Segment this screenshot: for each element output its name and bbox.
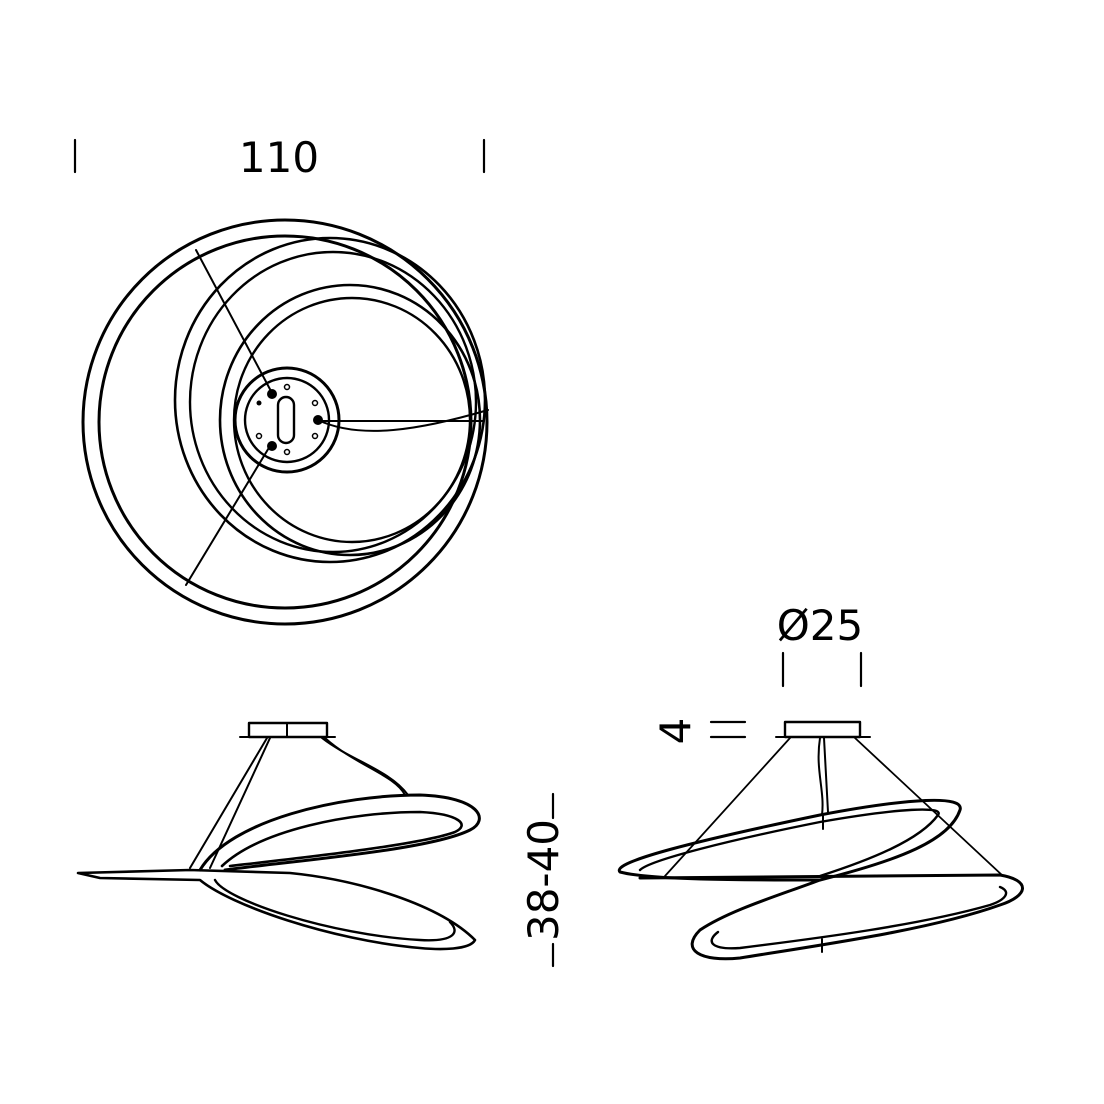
side-view-left	[76, 721, 481, 951]
suspension-cable	[664, 737, 791, 877]
power-cable	[324, 737, 406, 796]
height-label: 38-40	[519, 819, 568, 941]
screw-hole	[283, 383, 291, 391]
upper-ring-loop-inner	[220, 810, 463, 868]
lower-ring-loop	[76, 868, 477, 951]
power-cable	[321, 737, 409, 796]
upper-ring-loop	[617, 798, 962, 882]
height-dimension: 38-40	[519, 792, 568, 968]
anchor-point	[267, 441, 277, 451]
canopy-outer	[233, 366, 341, 474]
canopy-diameter-label: Ø25	[777, 601, 864, 650]
width-label: 110	[239, 133, 319, 182]
suspension-cable-bottom	[185, 445, 271, 586]
canopy-slot	[276, 395, 296, 445]
outer-ring-outer-edge	[81, 218, 489, 626]
canopy-side	[783, 720, 862, 739]
power-cable	[317, 409, 489, 432]
lower-ring-loop	[638, 873, 1024, 961]
anchor-point	[313, 415, 323, 425]
screw-hole	[256, 400, 262, 406]
screw-hole	[311, 399, 319, 407]
middle-ring-outer-edge	[173, 236, 487, 564]
width-dimension: 110	[73, 133, 486, 182]
lower-ring-loop-inner	[710, 885, 1008, 950]
screw-hole	[255, 432, 263, 440]
anchor-point	[267, 389, 277, 399]
side-view-right: Ø25 4	[617, 601, 1024, 961]
upper-ring-loop-inner	[638, 808, 940, 878]
canopy-height-label: 4	[651, 718, 700, 745]
lower-ring-loop-inner	[213, 878, 456, 942]
upper-ring-loop	[198, 793, 481, 872]
middle-ring-inner-edge	[188, 250, 478, 554]
screw-hole	[311, 432, 319, 440]
canopy-inner	[243, 376, 331, 464]
suspension-cable-top	[195, 249, 273, 394]
top-view	[81, 218, 489, 626]
power-cable-straight	[823, 737, 829, 813]
suspension-cable	[854, 737, 1004, 877]
power-cable	[817, 737, 824, 816]
canopy-top-view	[233, 366, 341, 474]
screw-hole	[283, 448, 291, 456]
suspension-cable	[189, 737, 268, 869]
